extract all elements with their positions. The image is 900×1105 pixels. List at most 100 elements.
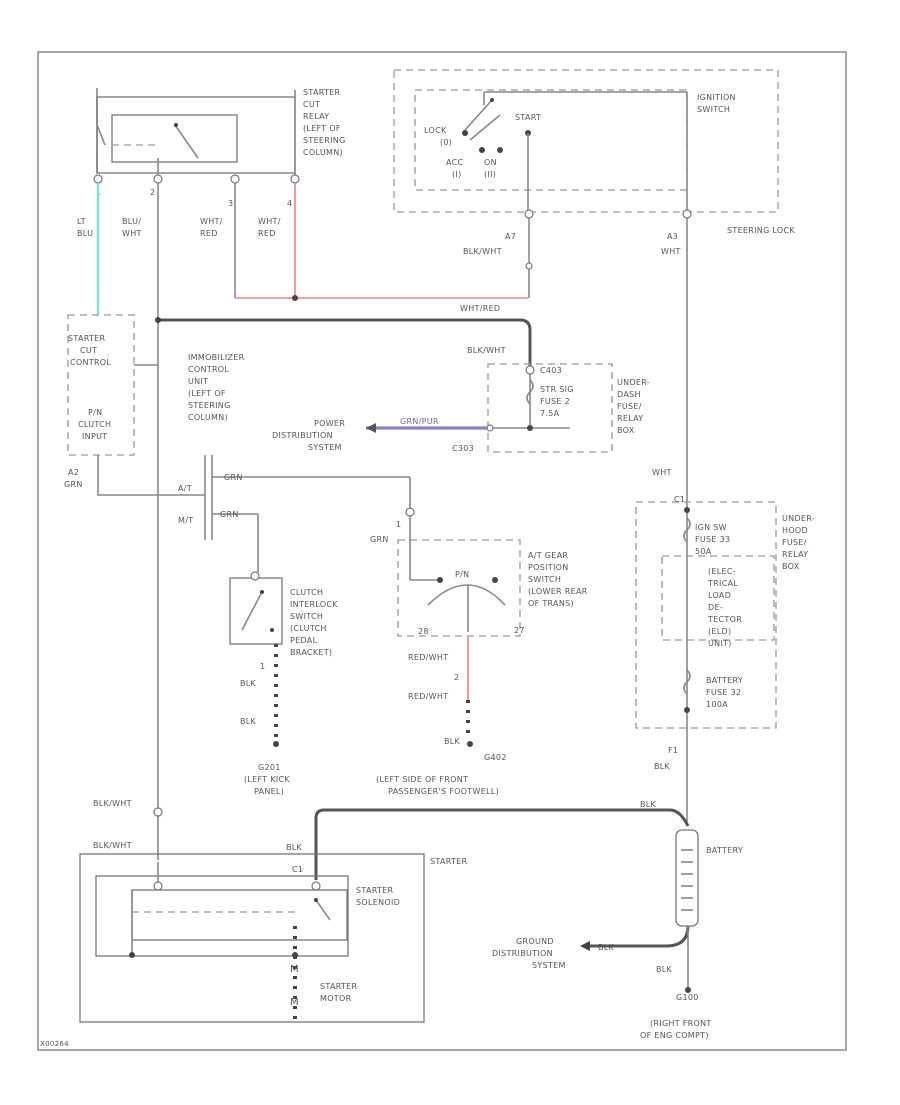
wire-label: BLK/WHT (93, 799, 132, 808)
immobilizer-label: (LEFT OF (188, 389, 226, 398)
eld-label: (ELEC- (708, 567, 736, 576)
variant-label: A/T (178, 484, 192, 493)
fuse-label: 100A (706, 700, 728, 709)
wire-label: BLK (240, 717, 257, 726)
at-switch-label: A/T GEAR (528, 551, 568, 560)
fuse-box-label: FUSE/ (617, 402, 642, 411)
eld-label: TRICAL (707, 579, 738, 588)
ground-label: (LEFT KICK (244, 775, 290, 784)
wire-label: BLK (286, 843, 303, 852)
fuse-box-label: HOOD (782, 526, 808, 535)
clutch-label: PEDAL (290, 636, 318, 645)
immobilizer-label: CONTROL (188, 365, 229, 374)
relay-label-line: (LEFT OF (303, 124, 341, 133)
power-dist-label: DISTRIBUTION (272, 431, 333, 440)
relay-label-line: COLUMN) (303, 148, 343, 157)
fuse-box-label: RELAY (617, 414, 644, 423)
variant-label: M/T (178, 516, 193, 525)
connector (405, 507, 415, 517)
wire-label: GRN (370, 535, 389, 544)
pin-label: 2 (150, 188, 155, 197)
switch-pos-label: (II) (484, 170, 496, 179)
wire-label: BLK (444, 737, 461, 746)
fuse-label: STR SIG (540, 385, 574, 394)
fuse-label: BATTERY (706, 676, 743, 685)
immobilizer-box-label: P/N (88, 408, 102, 417)
ground-dist-label: SYSTEM (532, 961, 566, 970)
pin-label: 3 (228, 199, 233, 208)
pin-label: C1 (292, 865, 303, 874)
under-dash-fuse-box: BLK/WHT C403 STR SIG FUSE 2 7.5A UNDER- … (452, 346, 650, 453)
ground-label: G402 (484, 753, 507, 762)
connector (525, 262, 533, 270)
pin-label: 27 (514, 626, 525, 635)
switch-pos-label: ON (484, 158, 497, 167)
steering-lock-label: STEERING LOCK (727, 226, 795, 235)
eld-label: UNIT) (708, 639, 732, 648)
fuse-label: 7.5A (540, 409, 560, 418)
clutch-label: CLUTCH (290, 588, 323, 597)
solenoid-label: SOLENOID (356, 898, 400, 907)
wire-label: RED (200, 229, 218, 238)
fuse-label: 50A (695, 547, 712, 556)
arrow-icon (580, 941, 590, 951)
wire-label: WHT/RED (460, 304, 500, 313)
wire-label: BLK (656, 965, 673, 974)
wire-label: WHT/ (258, 217, 281, 226)
wire-label: BLK (654, 762, 671, 771)
under-hood-fuse-box: WHT C1 IGN SW FUSE 33 50A (ELEC- TRICAL … (635, 468, 815, 729)
connector (153, 807, 163, 817)
arrow-icon (366, 423, 376, 433)
wire-label: BLK/WHT (463, 247, 502, 256)
connector-label: C403 (540, 366, 562, 375)
battery: BATTERY (675, 829, 743, 927)
wire-label: GRN/PUR (400, 417, 439, 426)
relay-pin-1 (93, 174, 103, 184)
at-switch-label: SWITCH (528, 575, 561, 584)
battery-label: BATTERY (706, 846, 743, 855)
wire-grn-input (97, 455, 205, 496)
immobilizer-box-label: STARTER (68, 334, 106, 343)
splice (155, 317, 161, 323)
motor-label: STARTER (320, 982, 358, 991)
switch-pos-label: (I) (452, 170, 462, 179)
wire-label: RED/WHT (408, 692, 448, 701)
pin-label: A3 (667, 232, 678, 241)
splice (292, 295, 298, 301)
at-switch-label: (LOWER REAR (528, 587, 588, 596)
immobilizer-box-label: CUT (80, 346, 97, 355)
power-dist-label: POWER (314, 419, 345, 428)
eld-label: (ELD) (708, 627, 731, 636)
fuse-label: FUSE 2 (540, 397, 570, 406)
immobilizer-label: COLUMN) (188, 413, 228, 422)
motor-armature-icon: M (290, 964, 299, 975)
diagram-frame (37, 51, 847, 1051)
ground-point (273, 741, 279, 747)
wire-label: LT (77, 217, 86, 226)
connector-label: C303 (452, 444, 474, 453)
clutch-label: (CLUTCH (290, 624, 327, 633)
immobilizer-unit: STARTER CUT CONTROL P/N CLUTCH INPUT IMM… (67, 314, 244, 456)
pin-label: 1 (260, 662, 265, 671)
starter: BLK/WHT BLK/WHT BLK STARTER C1 STARTER S… (79, 799, 467, 1023)
eld-label: TECTOR (707, 615, 742, 624)
pn-label: P/N (455, 570, 469, 579)
wire-label: GRN (224, 473, 243, 482)
fuse-box-label: UNDER- (617, 378, 650, 387)
at-switch-label: POSITION (528, 563, 569, 572)
wire-label: GRN (64, 480, 83, 489)
immobilizer-label: STEERING (188, 401, 231, 410)
relay-label-line: STARTER (303, 88, 341, 97)
switch-pos-label: LOCK (424, 126, 447, 135)
pin-label: 28 (418, 627, 429, 636)
wire-label: WHT (661, 247, 681, 256)
ground-label: OF ENG COMPT) (640, 1031, 709, 1040)
pin-a3 (682, 209, 692, 219)
relay-label-line: RELAY (303, 112, 330, 121)
pin-label: 2 (454, 673, 459, 682)
clutch-label: BRACKET) (290, 648, 332, 657)
wire-label: RED (258, 229, 276, 238)
ground-dist-label: DISTRIBUTION (492, 949, 553, 958)
clutch-interlock-switch: CLUTCH INTERLOCK SWITCH (CLUTCH PEDAL BR… (229, 571, 338, 657)
